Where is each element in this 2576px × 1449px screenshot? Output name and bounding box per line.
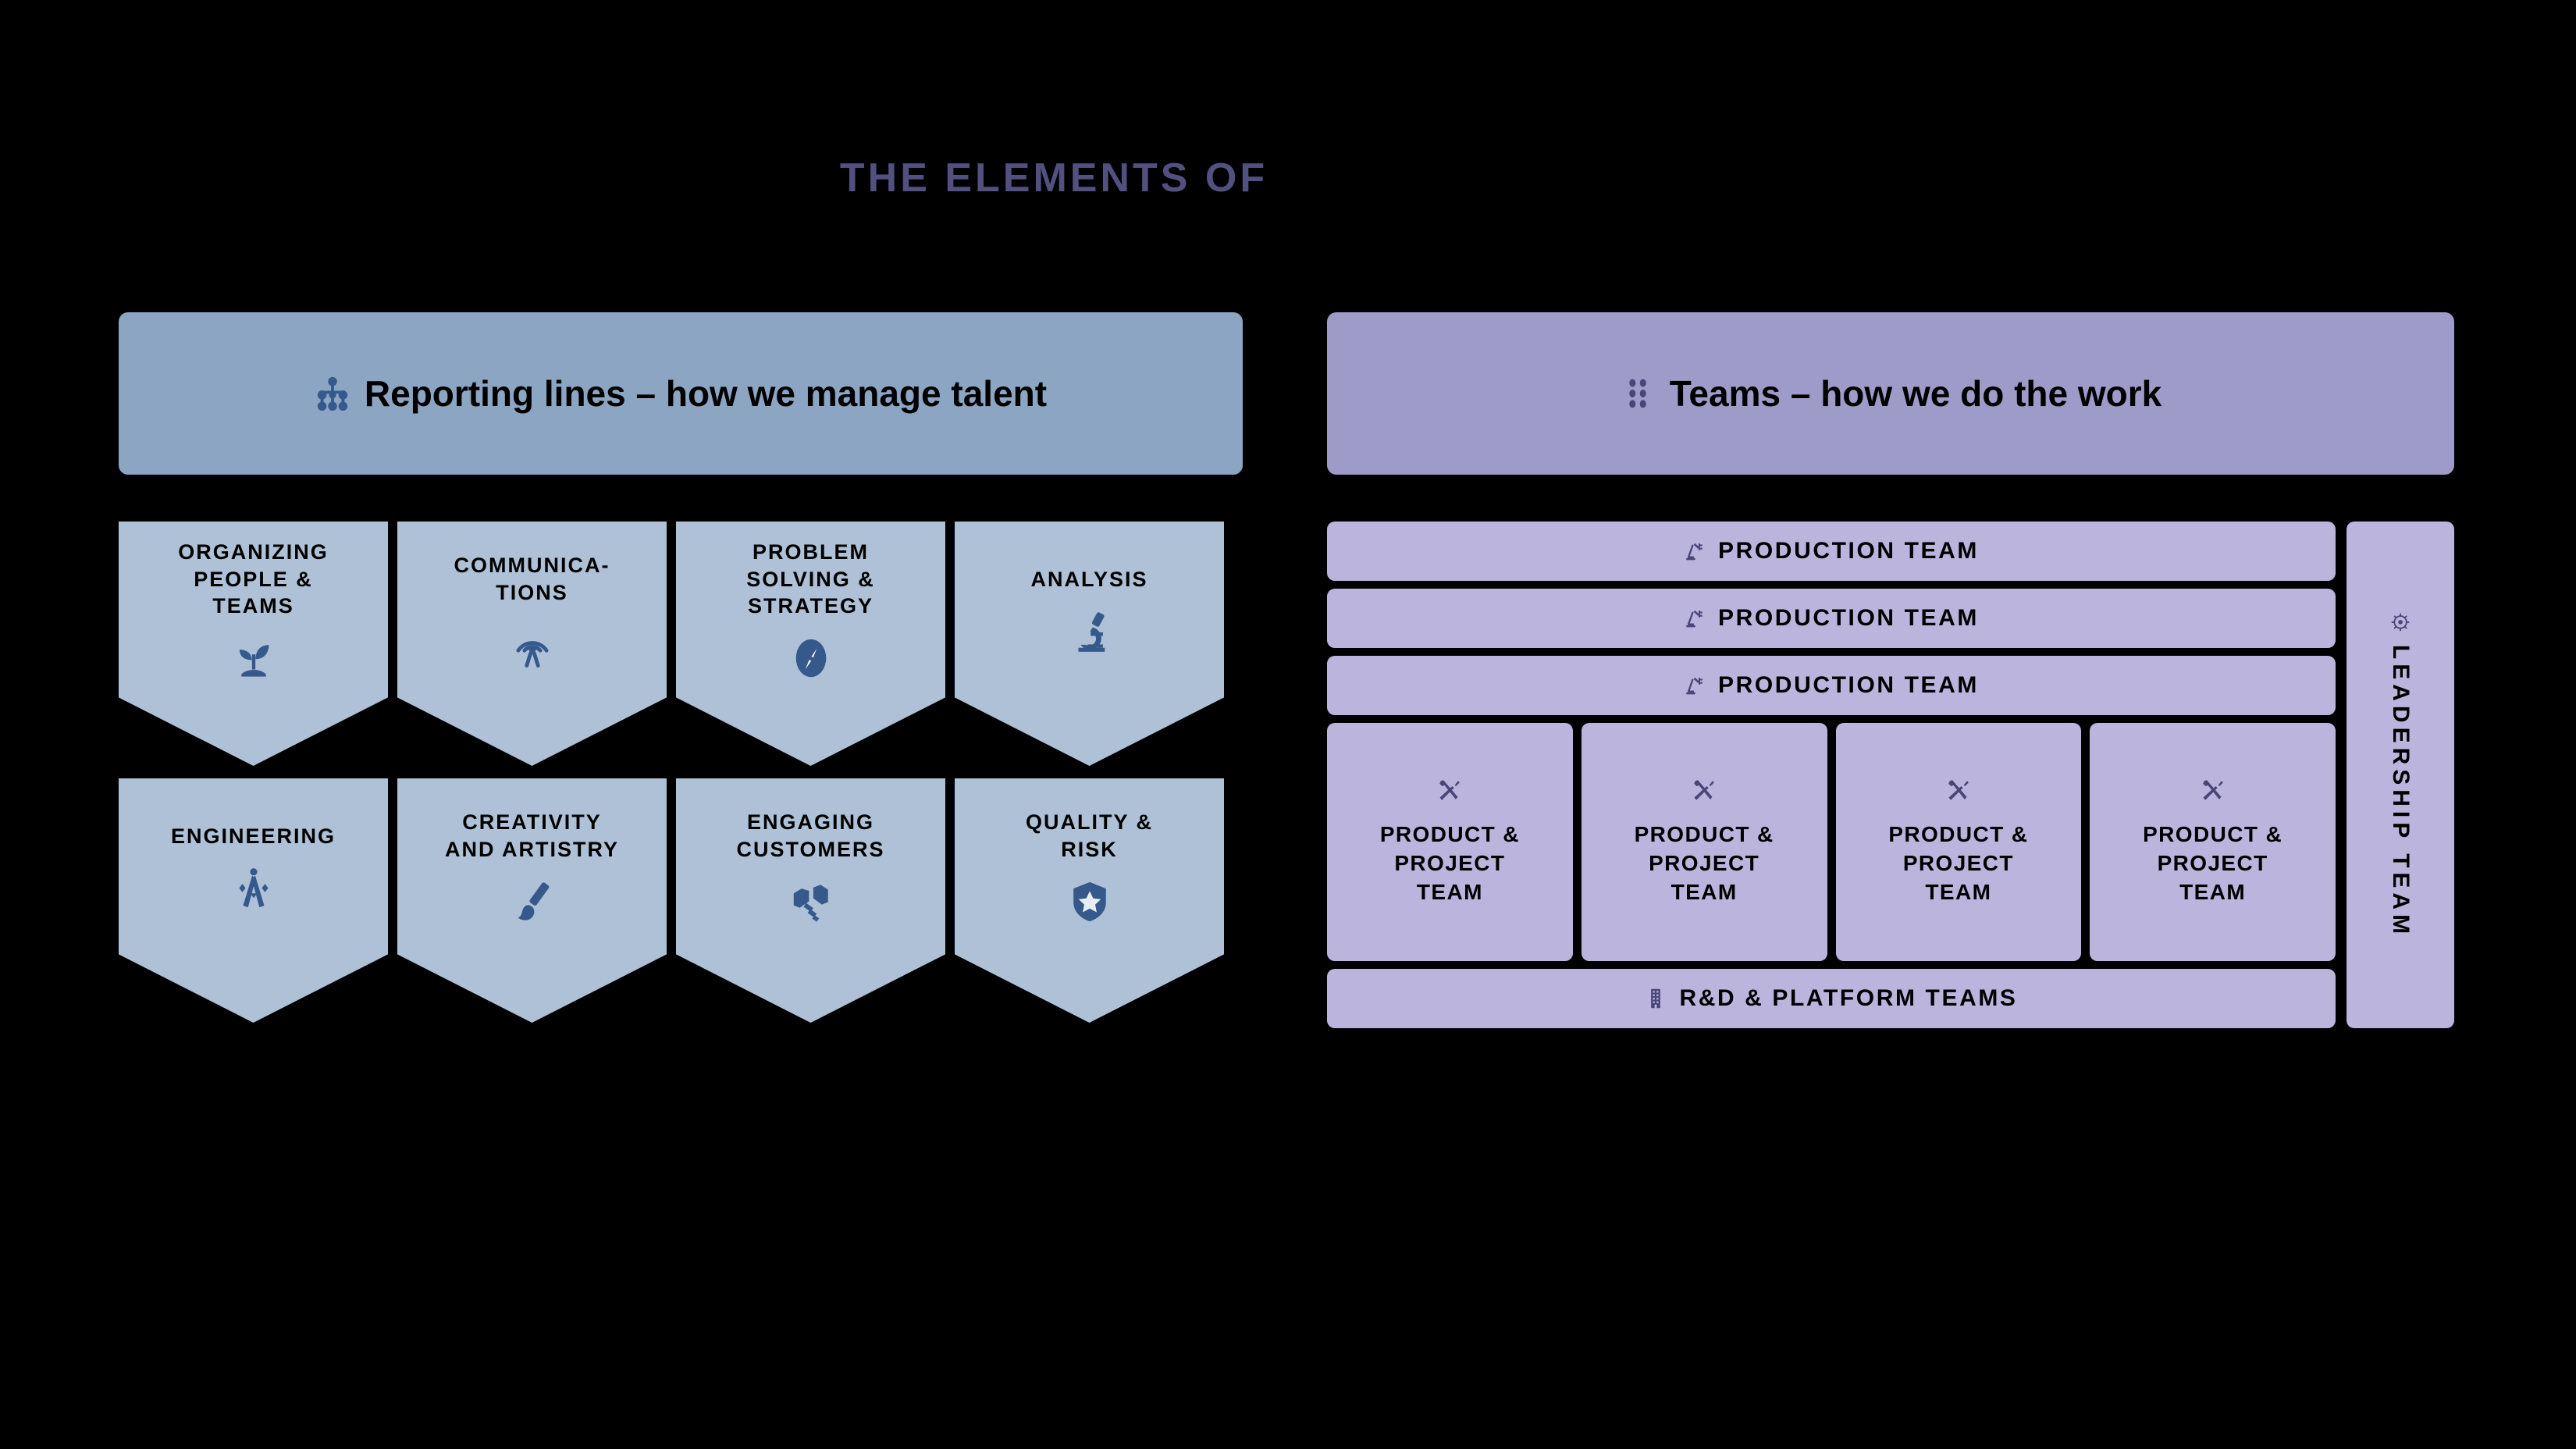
capability-card[interactable]: ORGANIZING PEOPLE & TEAMS (119, 522, 388, 766)
capability-card[interactable]: ANALYSIS (955, 522, 1224, 766)
capability-card-label: ORGANIZING PEOPLE & TEAMS (178, 540, 329, 618)
product-project-team-label: PRODUCT & PROJECT TEAM (1634, 822, 1774, 904)
capability-card-label: CREATIVITY AND ARTISTRY (445, 810, 619, 861)
production-team-row[interactable]: PRODUCTION TEAM (1327, 589, 2336, 648)
microscope-icon (1067, 608, 1112, 653)
leadership-team-column[interactable]: LEADERSHIP TEAM (2347, 522, 2454, 1028)
compass-icon (788, 635, 834, 681)
product-project-team-card[interactable]: PRODUCT & PROJECT TEAM (2090, 723, 2336, 961)
capability-card[interactable]: COMMUNICA- TIONS (397, 522, 667, 766)
rd-platform-teams-row[interactable]: R&D & PLATFORM TEAMS (1327, 969, 2336, 1028)
broadcast-tower-icon (510, 622, 555, 668)
production-team-label: PRODUCTION TEAM (1718, 538, 1979, 564)
shield-star-icon (1067, 879, 1112, 924)
teams-header: Teams – how we do the work (1327, 312, 2454, 475)
dot-grid-icon (1620, 376, 1656, 411)
capability-card-label: PROBLEM SOLVING & STRATEGY (746, 540, 875, 618)
ship-wheel-icon (2390, 611, 2411, 632)
capability-card-label: ENGINEERING (170, 824, 336, 848)
teams-main-grid: PRODUCTION TEAM PRODUCTION TEAM (1327, 522, 2336, 1028)
production-team-label: PRODUCTION TEAM (1718, 672, 1979, 698)
capability-card-label: QUALITY & RISK (1025, 810, 1153, 861)
teams-header-label: Teams – how we do the work (1669, 373, 2162, 414)
tools-icon (1691, 777, 1717, 803)
product-project-team-card[interactable]: PRODUCT & PROJECT TEAM (1581, 723, 1827, 961)
robotic-arm-icon (1684, 607, 1706, 629)
capability-card[interactable]: ENGAGING CUSTOMERS (676, 778, 945, 1023)
tools-icon (1945, 777, 1972, 803)
capability-card-label: ENGAGING CUSTOMERS (736, 810, 885, 861)
product-project-team-label: PRODUCT & PROJECT TEAM (2143, 822, 2283, 904)
seedling-icon (231, 635, 276, 681)
capability-card-label: COMMUNICA- TIONS (454, 554, 610, 604)
product-project-team-label: PRODUCT & PROJECT TEAM (1888, 822, 2029, 904)
handshake-icon (788, 879, 834, 924)
robotic-arm-icon (1684, 540, 1706, 562)
capability-card-label: ANALYSIS (1030, 567, 1148, 591)
robotic-arm-icon (1684, 675, 1706, 696)
hierarchy-tree-icon (315, 376, 350, 411)
production-team-row[interactable]: PRODUCTION TEAM (1327, 656, 2336, 715)
production-team-row[interactable]: PRODUCTION TEAM (1327, 522, 2336, 581)
capability-card[interactable]: QUALITY & RISK (955, 778, 1224, 1023)
page-title: THE ELEMENTS OF (839, 155, 1268, 201)
product-project-team-card[interactable]: PRODUCT & PROJECT TEAM (1327, 723, 1573, 961)
capability-card[interactable]: ENGINEERING (119, 778, 388, 1023)
paintbrush-icon (510, 879, 555, 924)
capability-card[interactable]: PROBLEM SOLVING & STRATEGY (676, 522, 945, 766)
capability-card-grid: ORGANIZING PEOPLE & TEAMS COMMUNICA- TIO… (119, 522, 1243, 1023)
tools-icon (1436, 777, 1463, 803)
rd-platform-teams-label: R&D & PLATFORM TEAMS (1679, 985, 2018, 1011)
teams-panel: Teams – how we do the work PRODUCTION TE… (1327, 312, 2454, 1028)
project-team-row: PRODUCT & PROJECT TEAM PRODUCT & PROJECT… (1327, 723, 2336, 961)
leadership-team-label: LEADERSHIP TEAM (2388, 644, 2414, 938)
reporting-lines-header: Reporting lines – how we manage talent (119, 312, 1243, 475)
capability-card[interactable]: CREATIVITY AND ARTISTRY (397, 778, 667, 1023)
product-project-team-label: PRODUCT & PROJECT TEAM (1379, 822, 1520, 904)
building-icon (1645, 988, 1667, 1009)
product-project-team-card[interactable]: PRODUCT & PROJECT TEAM (1835, 723, 2082, 961)
reporting-lines-panel: Reporting lines – how we manage talent O… (119, 312, 1243, 1023)
reporting-lines-header-label: Reporting lines – how we manage talent (364, 373, 1048, 414)
teams-body: PRODUCTION TEAM PRODUCTION TEAM (1327, 522, 2454, 1028)
drafting-compass-icon (231, 865, 276, 910)
production-team-label: PRODUCTION TEAM (1718, 605, 1979, 631)
tools-icon (2200, 777, 2226, 803)
